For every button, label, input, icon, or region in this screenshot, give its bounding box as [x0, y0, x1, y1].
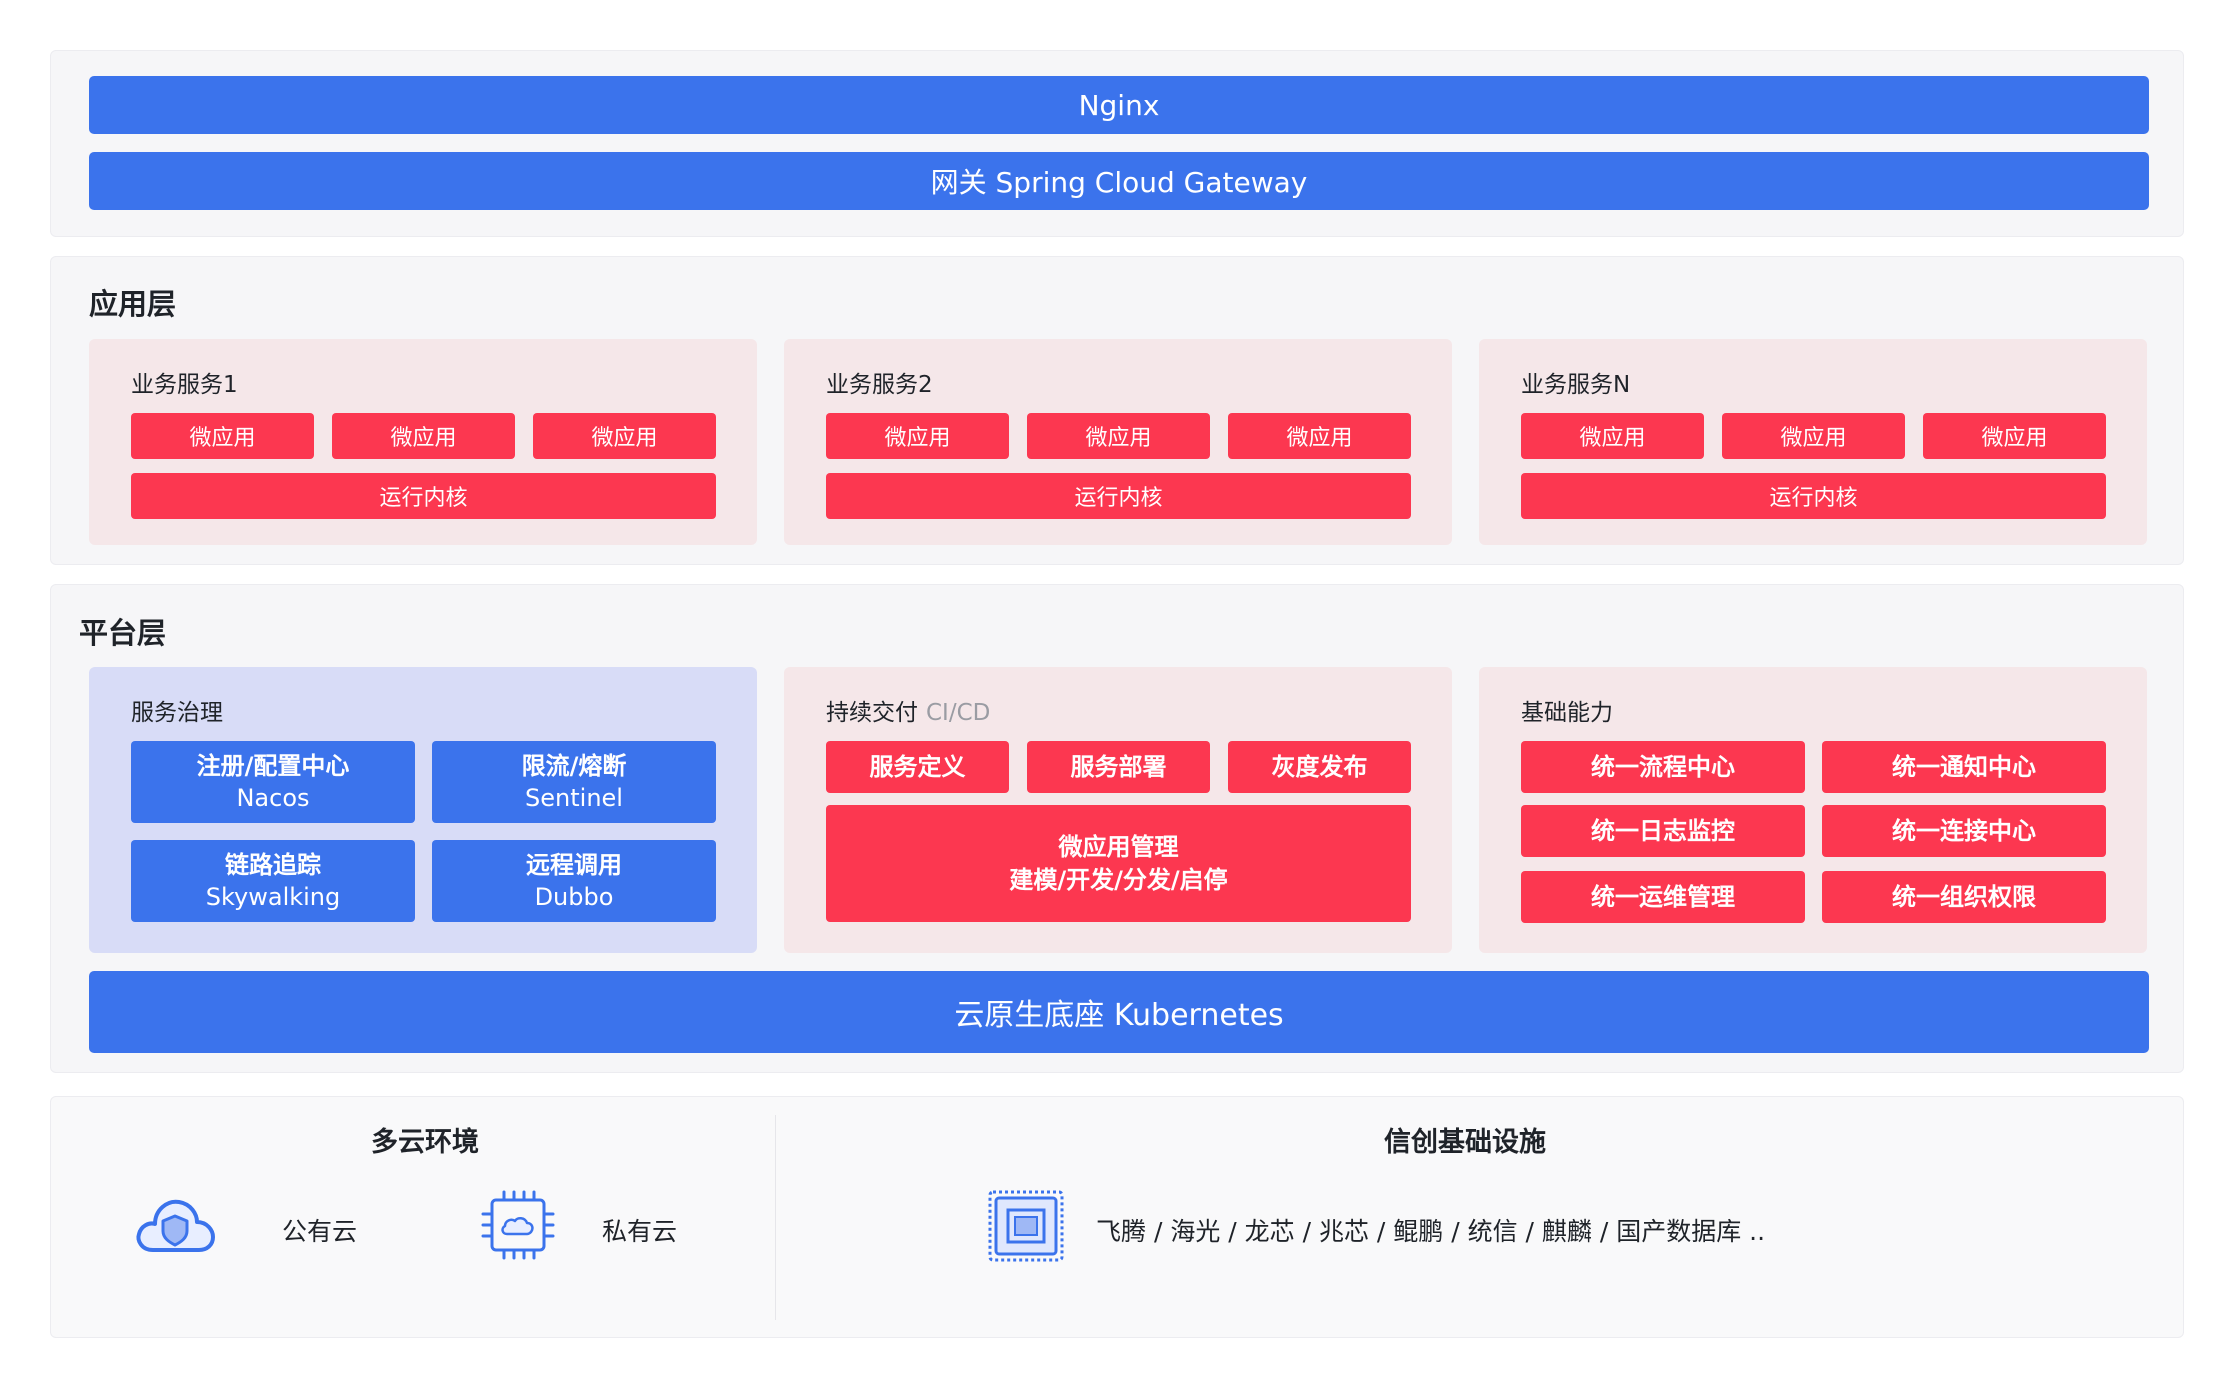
micro-app: 微应用: [1027, 413, 1210, 459]
mgmt-line2: 建模/开发/分发/启停: [1009, 865, 1228, 894]
capability-item: 统一连接中心: [1822, 805, 2106, 857]
delivery-subtitle: CI/CD: [926, 700, 991, 726]
xinchuang-list: 飞腾 / 海光 / 龙芯 / 兆芯 / 鲲鹏 / 统信 / 麒麟 / 国产数据库…: [1096, 1217, 1766, 1246]
chip-cloud-icon: [481, 1190, 555, 1260]
xinchuang-title: 信创基础设施: [1384, 1127, 1546, 1158]
infrastructure-panel: [50, 1096, 2184, 1338]
micro-app: 微应用: [332, 413, 515, 459]
service-box-2: 业务服务2 微应用 微应用 微应用 运行内核: [784, 339, 1452, 545]
nginx-bar: Nginx: [89, 76, 2149, 134]
processor-icon: [988, 1190, 1064, 1262]
runtime-kernel: 运行内核: [1521, 473, 2106, 519]
capability-item: 统一流程中心: [1521, 741, 1805, 793]
cloud-shield-icon: [136, 1199, 215, 1252]
tile-line2: Dubbo: [534, 883, 614, 911]
basic-title: 基础能力: [1521, 700, 1613, 726]
skywalking-tile: 链路追踪 Skywalking: [131, 840, 415, 922]
micro-app: 微应用: [131, 413, 314, 459]
app-layer-title: 应用层: [89, 287, 177, 321]
micro-app: 微应用: [1923, 413, 2106, 459]
nacos-tile: 注册/配置中心 Nacos: [131, 741, 415, 823]
micro-app: 微应用: [1228, 413, 1411, 459]
capability-item: 统一通知中心: [1822, 741, 2106, 793]
delivery-title: 持续交付 CI/CD: [826, 693, 990, 727]
gray-release: 灰度发布: [1228, 741, 1411, 793]
service-definition: 服务定义: [826, 741, 1009, 793]
micro-app-management: 微应用管理 建模/开发/分发/启停: [826, 805, 1411, 922]
basic-capabilities-box: 基础能力 统一流程中心 统一通知中心 统一日志监控 统一连接中心 统一运维管理 …: [1479, 667, 2147, 953]
gateway-panel: Nginx 网关 Spring Cloud Gateway: [50, 50, 2184, 237]
micro-app: 微应用: [533, 413, 716, 459]
tile-line2: Sentinel: [525, 784, 623, 812]
governance-box: 服务治理 注册/配置中心 Nacos 限流/熔断 Sentinel 链路追踪 S…: [89, 667, 757, 953]
multicloud-title: 多云环境: [371, 1127, 479, 1158]
service-name: 业务服务2: [826, 372, 933, 398]
capability-item: 统一日志监控: [1521, 805, 1805, 857]
dubbo-tile: 远程调用 Dubbo: [432, 840, 716, 922]
sentinel-tile: 限流/熔断 Sentinel: [432, 741, 716, 823]
delivery-title-text: 持续交付: [826, 700, 918, 726]
gateway-bar: 网关 Spring Cloud Gateway: [89, 152, 2149, 210]
capability-item: 统一运维管理: [1521, 871, 1805, 923]
tile-line2: Skywalking: [205, 883, 341, 911]
platform-layer-panel: 平台层 服务治理 注册/配置中心 Nacos 限流/熔断 Sentinel 链路…: [50, 584, 2184, 1073]
micro-app: 微应用: [1722, 413, 1905, 459]
platform-layer-title: 平台层: [79, 616, 167, 650]
tile-line1: 注册/配置中心: [196, 751, 350, 780]
micro-app: 微应用: [826, 413, 1009, 459]
delivery-box: 持续交付 CI/CD 服务定义 服务部署 灰度发布 微应用管理 建模/开发/分发/…: [784, 667, 1452, 953]
infra-divider: [775, 1115, 776, 1320]
private-cloud-label: 私有云: [602, 1217, 678, 1246]
micro-app: 微应用: [1521, 413, 1704, 459]
service-deploy: 服务部署: [1027, 741, 1210, 793]
service-box-1: 业务服务1 微应用 微应用 微应用 运行内核: [89, 339, 757, 545]
public-cloud-label: 公有云: [282, 1217, 358, 1246]
mgmt-line1: 微应用管理: [1058, 833, 1179, 862]
service-name: 业务服务N: [1521, 372, 1631, 398]
governance-title: 服务治理: [131, 700, 223, 726]
runtime-kernel: 运行内核: [131, 473, 716, 519]
tile-line1: 链路追踪: [225, 850, 321, 879]
tile-line2: Nacos: [236, 784, 310, 812]
app-layer-panel: 应用层 业务服务1 微应用 微应用 微应用 运行内核 业务服务2 微应用 微应用…: [50, 256, 2184, 565]
service-box-n: 业务服务N 微应用 微应用 微应用 运行内核: [1479, 339, 2147, 545]
runtime-kernel: 运行内核: [826, 473, 1411, 519]
capability-item: 统一组织权限: [1822, 871, 2106, 923]
tile-line1: 限流/熔断: [521, 751, 627, 780]
tile-line1: 远程调用: [526, 850, 622, 879]
service-name: 业务服务1: [131, 372, 238, 398]
kubernetes-bar: 云原生底座 Kubernetes: [89, 971, 2149, 1053]
